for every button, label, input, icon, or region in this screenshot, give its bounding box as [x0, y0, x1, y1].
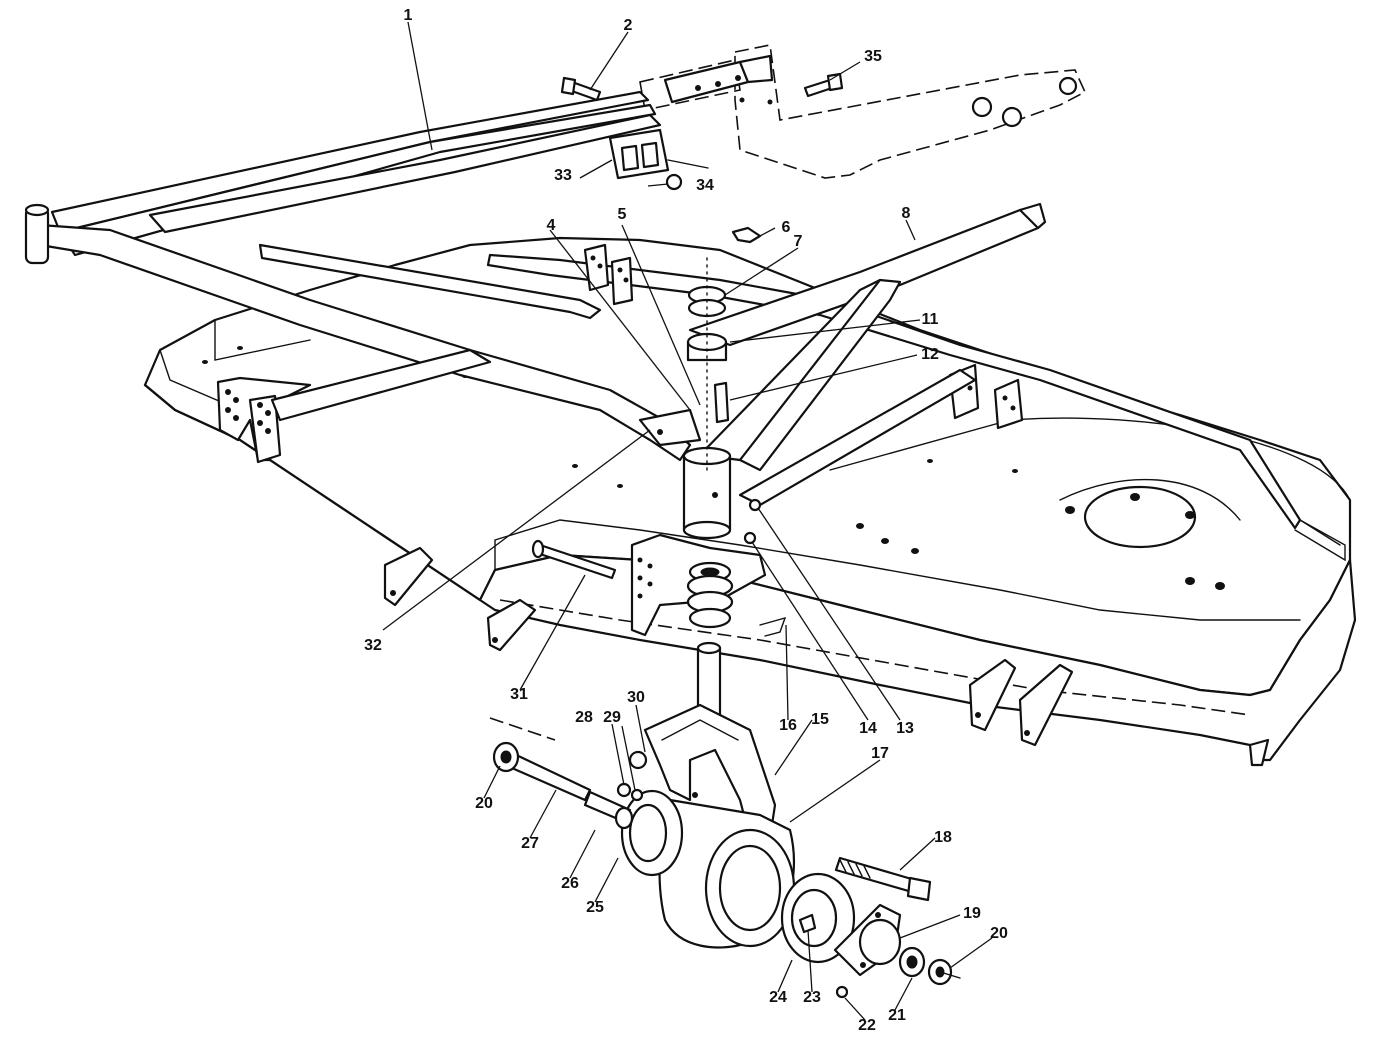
callout-16: 16: [779, 717, 797, 734]
callout-11: 11: [922, 311, 939, 328]
callout-12: 12: [921, 346, 939, 363]
deck-brackets: [216, 243, 1270, 767]
callout-27: 27: [521, 835, 539, 852]
callout-34: 34: [696, 177, 714, 194]
callout-19: 19: [963, 905, 981, 922]
callout-29: 29: [603, 709, 621, 726]
axle-right: [798, 856, 961, 999]
callout-24: 24: [769, 989, 787, 1006]
callout-5: 5: [618, 206, 627, 223]
callout-18: 18: [934, 829, 952, 846]
callout-17: 17: [871, 745, 889, 762]
callout-25: 25: [586, 899, 604, 916]
callout-26: 26: [561, 875, 579, 892]
caster-fork: [643, 703, 777, 840]
callout-35: 35: [864, 48, 882, 65]
callout-8: 8: [902, 205, 911, 222]
deck-pin: [531, 539, 617, 580]
callout-31: 31: [510, 686, 528, 703]
callout-numbers: 1 2 35 33 34 4 5 6 7 8 11 12 32 31 30 28…: [364, 7, 1008, 1034]
caster-pivot-stack: [682, 226, 787, 722]
callout-22: 22: [858, 1017, 876, 1034]
callout-32: 32: [364, 637, 382, 654]
callout-20-right: 20: [990, 925, 1008, 942]
callout-4: 4: [547, 217, 556, 234]
callout-7: 7: [794, 233, 803, 250]
callout-30: 30: [627, 689, 645, 706]
callout-1: 1: [404, 7, 413, 24]
callout-20-left: 20: [475, 795, 493, 812]
callout-21: 21: [888, 1007, 906, 1024]
caster-wheel: [620, 789, 856, 964]
callout-23: 23: [803, 989, 821, 1006]
callout-15: 15: [811, 711, 829, 728]
leader-lines: [382, 21, 993, 1021]
callout-2: 2: [624, 17, 633, 34]
callout-13: 13: [896, 720, 914, 737]
top-hardware: [560, 72, 844, 191]
deck-holes: [202, 346, 1225, 590]
callout-14: 14: [859, 720, 877, 737]
callout-33: 33: [554, 167, 572, 184]
callout-28: 28: [575, 709, 593, 726]
axle-left: [489, 717, 648, 830]
hitch-bracket: [639, 44, 1087, 179]
callout-6: 6: [782, 219, 791, 236]
